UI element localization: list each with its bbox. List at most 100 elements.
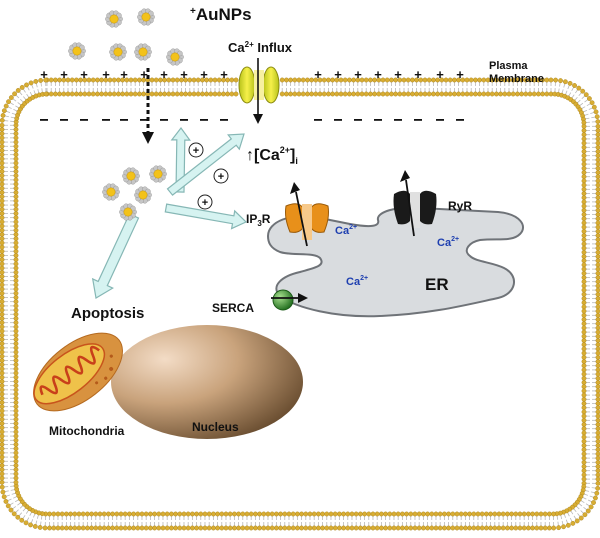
nanoparticle-icon — [68, 42, 86, 60]
minus-charge — [180, 119, 188, 121]
minus-charge — [314, 119, 322, 121]
cytosolic-calcium-label: ↑[Ca2+]i — [246, 146, 298, 166]
nanoparticle-icon — [119, 203, 137, 221]
mitochondria-label: Mitochondria — [49, 424, 125, 438]
serca-pump — [271, 289, 308, 311]
gold-nanoparticles — [68, 8, 184, 221]
apoptosis-label: Apoptosis — [71, 305, 145, 322]
serca-label: SERCA — [212, 301, 255, 315]
plus-charge: + — [334, 67, 342, 82]
plus-circle-icon — [213, 168, 229, 184]
ca-influx-ion: Ca — [228, 40, 245, 55]
er-label: ER — [425, 275, 449, 294]
plus-charge: + — [314, 67, 322, 82]
plus-charge: + — [102, 67, 110, 82]
plus-charge: + — [160, 67, 168, 82]
arrow-to-influx — [166, 133, 245, 196]
plasma-membrane-line2: Membrane — [489, 73, 545, 85]
plus-charge: + — [220, 67, 228, 82]
ca-ryr-ion: Ca — [437, 237, 452, 249]
minus-charge — [334, 119, 342, 121]
minus-charge — [80, 119, 88, 121]
minus-charge — [220, 119, 228, 121]
calcium-channel — [238, 58, 280, 124]
plus-charge: + — [354, 67, 362, 82]
plus-charge: + — [80, 67, 88, 82]
plus-circle-icon — [188, 142, 204, 158]
ca-influx-word: Influx — [253, 40, 293, 55]
plus-charge: + — [180, 67, 188, 82]
ca-ip3r-ion: Ca — [335, 225, 350, 237]
plus-charge: + — [60, 67, 68, 82]
entry-arrow — [142, 68, 154, 144]
ca-er-label: Ca2+ — [346, 275, 368, 288]
minus-charge — [456, 119, 464, 121]
minus-charge — [120, 119, 128, 121]
membrane-charges: + + + + + + + + + + + + + + + + + + — [40, 67, 464, 121]
nanoparticle-icon — [102, 183, 120, 201]
plus-circle-icon — [197, 194, 213, 210]
plus-charge: + — [120, 67, 128, 82]
svg-text:+: + — [193, 145, 199, 157]
ip3r-subscript: 3 — [257, 219, 262, 228]
ca-er-charge: 2+ — [360, 275, 369, 282]
cytosolic-ca-text: ↑[Ca — [246, 147, 280, 164]
minus-charge — [160, 119, 168, 121]
nanoparticle-icon — [105, 10, 123, 28]
ca-er-ion: Ca — [346, 276, 361, 288]
plus-markers: + + + — [188, 142, 229, 210]
minus-charge — [40, 119, 48, 121]
svg-text:+: + — [218, 171, 224, 183]
mitochondrion — [33, 332, 123, 412]
ca-influx-charge: 2+ — [244, 40, 254, 49]
ip3r-label: IP3R — [246, 213, 270, 228]
plasma-membrane-line1: Plasma — [489, 60, 528, 72]
minus-charge — [354, 119, 362, 121]
aunps-label: +AuNPs — [190, 6, 252, 23]
nucleus — [111, 325, 303, 439]
signal-arrows — [91, 127, 248, 299]
ca-ryr-label: Ca2+ — [437, 236, 459, 249]
nanoparticle-icon — [137, 8, 155, 26]
ca-ip3r-label: Ca2+ — [335, 224, 357, 237]
ip3r-text: IP — [246, 212, 258, 226]
minus-charge — [436, 119, 444, 121]
plus-charge: + — [374, 67, 382, 82]
arrow-to-ip3r — [164, 203, 248, 230]
ca-influx-label: Ca2+ Influx — [228, 40, 293, 55]
ip3r-tail: R — [261, 212, 271, 226]
nanoparticle-icon — [166, 48, 184, 66]
cytosolic-ca-charge: 2+ — [279, 145, 291, 155]
plus-charge: + — [40, 67, 48, 82]
plus-charge: + — [200, 67, 208, 82]
plus-charge: + — [140, 67, 148, 82]
nucleus-label: Nucleus — [192, 420, 239, 434]
aunps-charge: + — [190, 6, 196, 17]
ca-ryr-charge: 2+ — [451, 236, 460, 243]
minus-charge — [140, 119, 148, 121]
plasma-membrane — [0, 77, 600, 531]
nanoparticle-icon — [134, 186, 152, 204]
plus-charge: + — [394, 67, 402, 82]
nanoparticle-icon — [122, 167, 140, 185]
plus-charge: + — [456, 67, 464, 82]
minus-charge — [60, 119, 68, 121]
plus-charge: + — [436, 67, 444, 82]
minus-charge — [374, 119, 382, 121]
ca-ip3r-charge: 2+ — [349, 224, 358, 231]
ip3r-channel — [285, 182, 329, 247]
minus-charge — [414, 119, 422, 121]
arrow-to-apoptosis — [91, 213, 140, 299]
plus-charge: + — [414, 67, 422, 82]
svg-text:+: + — [202, 197, 208, 209]
cytosolic-ca-bracket: ] — [290, 147, 296, 164]
nanoparticle-icon — [134, 43, 152, 61]
nanoparticle-icon — [109, 43, 127, 61]
ryr-label: RyR — [448, 199, 473, 213]
plasma-membrane-label: Plasma Membrane — [489, 60, 544, 86]
minus-charge — [200, 119, 208, 121]
endoplasmic-reticulum — [266, 206, 525, 318]
aunps-text: AuNPs — [195, 5, 252, 24]
ryr-channel — [393, 170, 437, 237]
